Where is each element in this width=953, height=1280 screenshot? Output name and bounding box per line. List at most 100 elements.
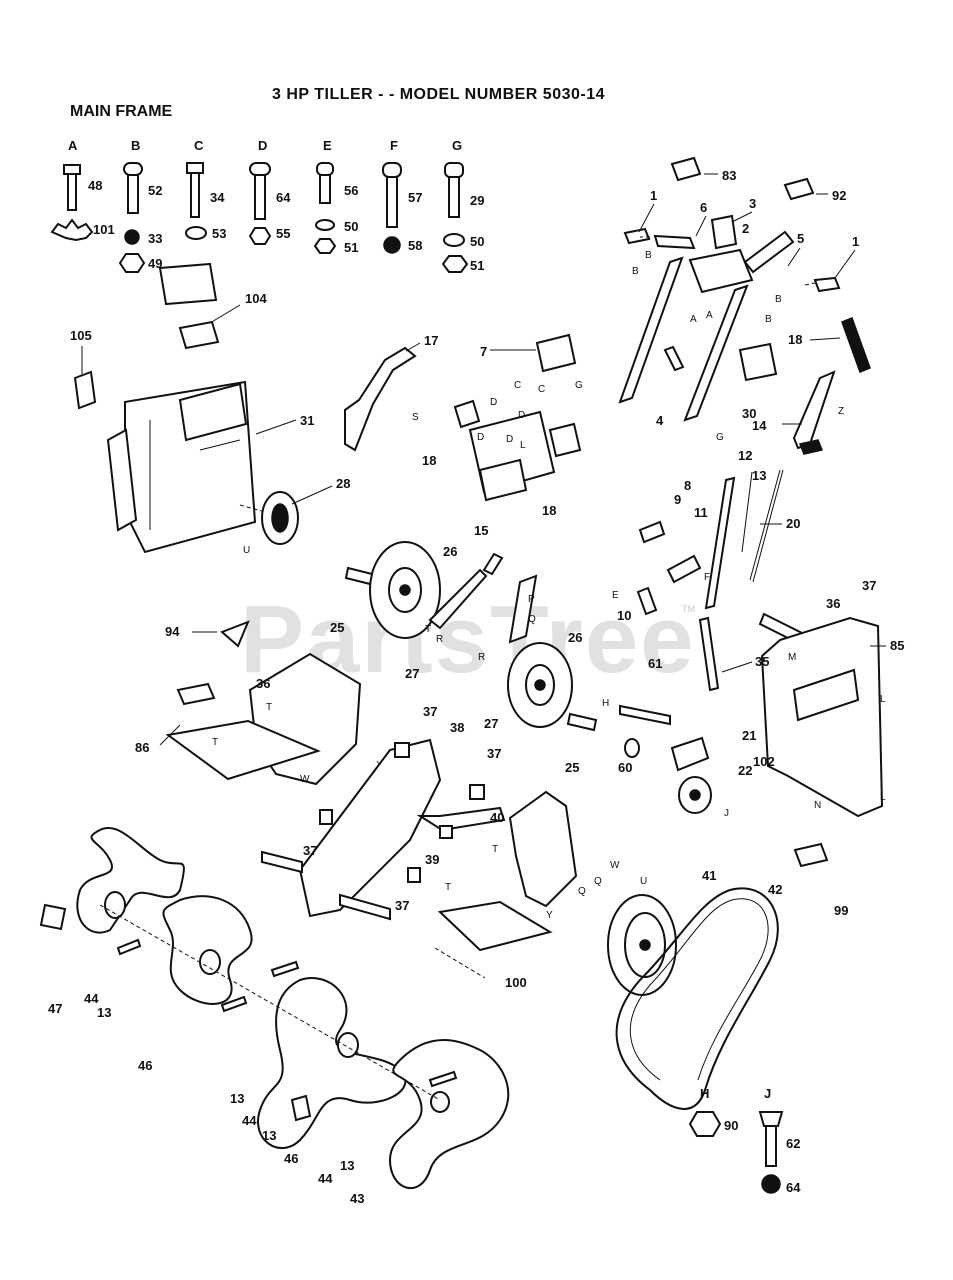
label-41: 41 bbox=[702, 868, 716, 883]
handle-bar-left bbox=[618, 256, 684, 404]
hardware-table: A B C D E F G 48 101 33 49 52 34 53 64 5… bbox=[50, 138, 484, 273]
label-44-c: 44 bbox=[318, 1171, 333, 1186]
label-35: 35 bbox=[755, 654, 769, 669]
washer-c bbox=[185, 226, 207, 240]
hw-letter-f: F bbox=[390, 138, 398, 153]
ref-d-2: D bbox=[518, 410, 525, 421]
ref-b-2: B bbox=[632, 266, 639, 277]
label-83: 83 bbox=[722, 168, 736, 183]
label-3: 3 bbox=[749, 196, 756, 211]
bolt-shank-c bbox=[190, 172, 200, 218]
hw-label-90: 90 bbox=[724, 1118, 738, 1133]
ref-r-1: R bbox=[436, 634, 443, 645]
diagram-title: 3 HP TILLER - - MODEL NUMBER 5030-14 bbox=[272, 86, 606, 103]
bracket-17-shape bbox=[344, 346, 417, 452]
bolt-44-a bbox=[116, 938, 142, 956]
nut-g bbox=[441, 255, 469, 273]
hw-letter-g: G bbox=[452, 138, 462, 153]
label-16: 18 bbox=[788, 332, 802, 347]
label-44-a: 44 bbox=[84, 991, 99, 1006]
label-24: 37 bbox=[862, 578, 876, 593]
label-23: 36 bbox=[826, 596, 840, 611]
hw-label-51: 51 bbox=[344, 240, 358, 255]
label-6: 6 bbox=[700, 200, 707, 215]
label-1-right: 1 bbox=[852, 234, 859, 249]
rod-12 bbox=[704, 476, 736, 610]
label-10: 10 bbox=[617, 608, 631, 623]
label-13-c: 13 bbox=[262, 1128, 276, 1143]
label-30: 30 bbox=[742, 406, 756, 421]
clip-60 bbox=[624, 738, 640, 758]
ref-h: H bbox=[602, 698, 609, 709]
label-26-left: 26 bbox=[443, 544, 457, 559]
ref-j: J bbox=[724, 808, 729, 819]
ref-u-2: U bbox=[640, 876, 647, 887]
lever-14 bbox=[792, 370, 836, 450]
label-9: 9 bbox=[674, 492, 681, 507]
drive: 41 U 42 bbox=[607, 868, 782, 1110]
grip-right bbox=[813, 276, 841, 293]
label-46-left: 46 bbox=[138, 1058, 152, 1073]
label-100: 100 bbox=[505, 975, 527, 990]
decal-30 bbox=[738, 342, 778, 382]
label-46-right: 46 bbox=[284, 1151, 298, 1166]
bushing-37-d bbox=[407, 867, 421, 883]
engine-recoil bbox=[106, 428, 138, 532]
lock-nut-58 bbox=[383, 236, 401, 254]
washer-g bbox=[443, 233, 465, 247]
label-18-left: 18 bbox=[422, 453, 436, 468]
ref-c-2: C bbox=[538, 384, 545, 395]
hw-letter-c: C bbox=[194, 138, 204, 153]
ref-g-1: G bbox=[575, 380, 583, 391]
nut-e bbox=[313, 238, 337, 254]
bolt-62-shank bbox=[765, 1125, 777, 1167]
bolt-head-g bbox=[444, 162, 464, 178]
bolt-25-left bbox=[344, 566, 374, 586]
decal-7 bbox=[535, 333, 577, 373]
ref-t-4: T bbox=[492, 844, 498, 855]
tine-cap-46 bbox=[290, 1094, 312, 1122]
ref-l-1: L bbox=[880, 694, 886, 705]
label-1-left: 1 bbox=[650, 188, 657, 203]
hw-label-64: 64 bbox=[786, 1180, 801, 1195]
decal-105 bbox=[73, 370, 97, 410]
ref-q-1: Q bbox=[528, 614, 536, 625]
misc-left: 94 86 bbox=[135, 620, 250, 755]
ref-d-4: D bbox=[506, 434, 513, 445]
decals-top: 83 92 bbox=[670, 156, 846, 203]
ref-d-3: D bbox=[477, 432, 484, 443]
label-61: 61 bbox=[648, 656, 662, 671]
handle-brace bbox=[663, 345, 685, 372]
watermark-tm: TM bbox=[682, 604, 695, 614]
ref-q-2: Q bbox=[594, 876, 602, 887]
hw-label-49: 49 bbox=[148, 256, 162, 271]
pin-61 bbox=[619, 704, 671, 726]
ref-b-4: B bbox=[765, 314, 772, 325]
label-5: 5 bbox=[797, 231, 804, 246]
decal-92 bbox=[783, 177, 815, 201]
link-9 bbox=[638, 520, 666, 544]
chain-case-38: 38 37 37 37 37 39 bbox=[261, 704, 506, 921]
label-8: 8 bbox=[684, 478, 691, 493]
label-31: 31 bbox=[300, 413, 314, 428]
part-10 bbox=[636, 586, 658, 616]
shaft-38-left bbox=[261, 850, 303, 874]
label-27-right: 27 bbox=[484, 716, 498, 731]
carriage-bolt-shank-d bbox=[254, 174, 266, 220]
ref-s: S bbox=[412, 412, 419, 423]
hw-label-55: 55 bbox=[276, 226, 290, 241]
hw-label-52: 52 bbox=[148, 183, 162, 198]
idler-21 bbox=[670, 736, 710, 772]
ref-l: L bbox=[520, 440, 526, 451]
hw-label-53: 53 bbox=[212, 226, 226, 241]
label-42: 42 bbox=[768, 882, 782, 897]
handle-left-top bbox=[653, 234, 696, 250]
flange-nut-d bbox=[248, 227, 272, 245]
ref-w-1: W bbox=[300, 774, 310, 785]
grip-16 bbox=[841, 317, 871, 373]
label-86: 86 bbox=[135, 740, 149, 755]
handle-bar-right bbox=[683, 284, 749, 422]
label-105: 105 bbox=[70, 328, 92, 343]
decal-99 bbox=[793, 842, 829, 868]
label-38: 38 bbox=[450, 720, 464, 735]
